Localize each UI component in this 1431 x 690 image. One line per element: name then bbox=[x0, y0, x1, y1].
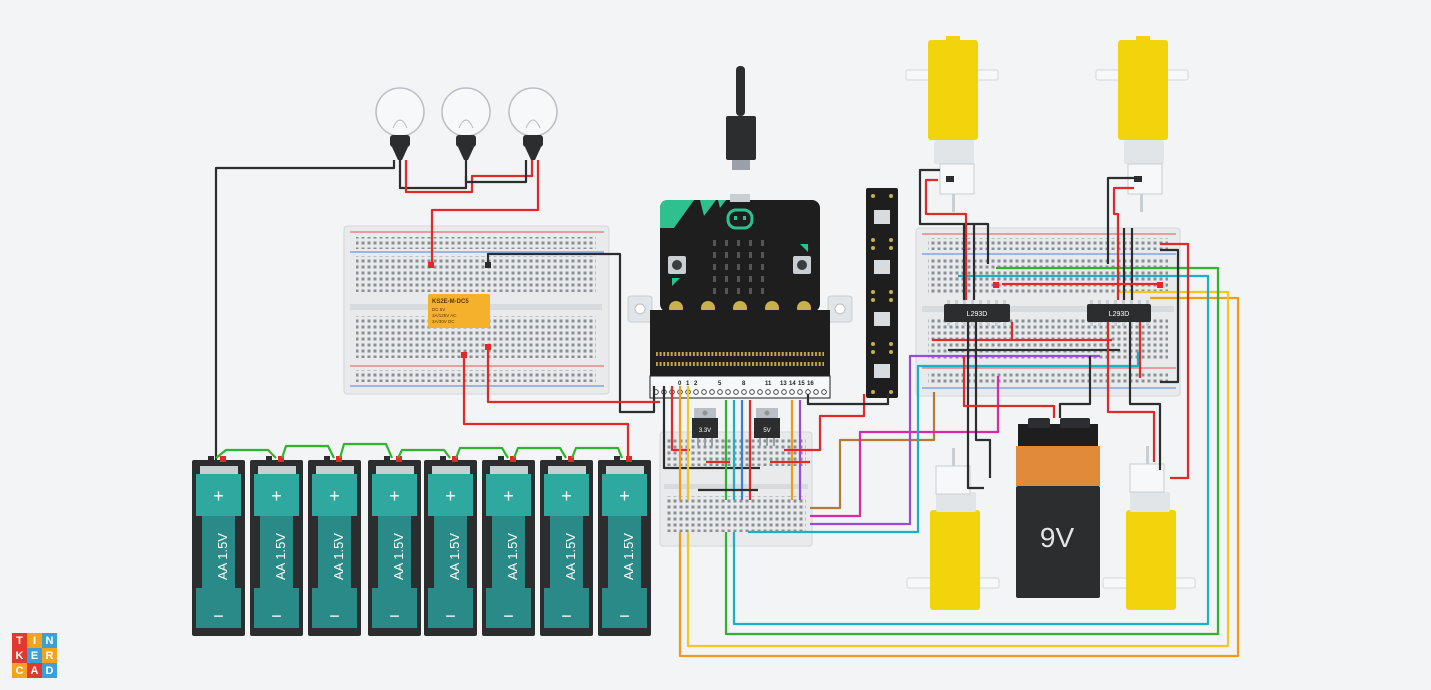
aa-battery-label: AA 1.5V bbox=[391, 533, 406, 580]
regulator-5v[interactable]: 5V bbox=[754, 408, 780, 446]
dc-motor-bottom-right[interactable] bbox=[1102, 446, 1196, 610]
aa-battery-8[interactable]: + AA 1.5V − bbox=[598, 456, 651, 636]
aa-plus-sign: + bbox=[389, 486, 400, 506]
aa-minus-sign: − bbox=[329, 606, 340, 626]
aa-plus-sign: + bbox=[561, 486, 572, 506]
aa-battery-label: AA 1.5V bbox=[215, 533, 230, 580]
aa-plus-sign: + bbox=[329, 486, 340, 506]
aa-plus-sign: + bbox=[271, 486, 282, 506]
logo-letter: T bbox=[12, 633, 27, 648]
motor-driver-right-label: L293D bbox=[1109, 311, 1130, 318]
neopixel-strip[interactable] bbox=[866, 188, 898, 398]
svg-text:5: 5 bbox=[718, 381, 722, 387]
svg-text:2: 2 bbox=[694, 381, 698, 387]
aa-plus-sign: + bbox=[503, 486, 514, 506]
logo-letter: K bbox=[12, 648, 27, 663]
aa-minus-sign: − bbox=[445, 606, 456, 626]
svg-text:13: 13 bbox=[780, 381, 787, 387]
edge-pin-labels: 0 1 2 5 8 11 13 14 15 16 bbox=[678, 381, 814, 387]
dc-motor-top-left[interactable] bbox=[905, 36, 999, 212]
aa-minus-sign: − bbox=[271, 606, 282, 626]
aa-battery-5[interactable]: + AA 1.5V − bbox=[424, 456, 477, 636]
aa-battery-pack[interactable]: + AA 1.5V − + AA 1.5V − + AA 1.5V − + AA 1.5V − + AA … bbox=[192, 456, 651, 636]
aa-minus-sign: − bbox=[389, 606, 400, 626]
svg-text:14: 14 bbox=[789, 381, 796, 387]
usb-cable[interactable] bbox=[726, 66, 756, 170]
logo-letter: D bbox=[42, 663, 57, 678]
aa-minus-sign: − bbox=[619, 606, 630, 626]
logo-letter: N bbox=[42, 633, 57, 648]
logo-letter: R bbox=[42, 648, 57, 663]
aa-battery-2[interactable]: + AA 1.5V − bbox=[250, 456, 303, 636]
regulator-3v3-label: 3.3V bbox=[699, 428, 711, 434]
aa-minus-sign: − bbox=[561, 606, 572, 626]
aa-battery-3[interactable]: + AA 1.5V − bbox=[308, 456, 361, 636]
svg-text:8: 8 bbox=[742, 381, 746, 387]
regulator-5v-label: 5V bbox=[763, 428, 770, 434]
light-bulb-3[interactable] bbox=[508, 87, 558, 160]
logo-letter: A bbox=[27, 663, 42, 678]
aa-battery-label: AA 1.5V bbox=[505, 533, 520, 580]
light-bulb-2[interactable] bbox=[441, 87, 491, 160]
wires bbox=[214, 160, 1240, 658]
aa-minus-sign: − bbox=[213, 606, 224, 626]
svg-text:11: 11 bbox=[765, 381, 772, 387]
relay-module[interactable]: KS2E-M-DC5 DC 5V 3A/125V AC 3A/30V DC bbox=[428, 294, 490, 328]
svg-text:1: 1 bbox=[686, 381, 690, 387]
logo-letter: C bbox=[12, 663, 27, 678]
aa-plus-sign: + bbox=[619, 486, 630, 506]
aa-battery-label: AA 1.5V bbox=[563, 533, 578, 580]
aa-battery-label: AA 1.5V bbox=[621, 533, 636, 580]
aa-battery-label: AA 1.5V bbox=[273, 533, 288, 580]
aa-battery-6[interactable]: + AA 1.5V − bbox=[482, 456, 535, 636]
edge-connector[interactable]: 0 1 2 5 8 11 13 14 15 16 bbox=[649, 310, 831, 399]
relay-label-ac: 3A/125V AC bbox=[432, 313, 457, 318]
aa-battery-1[interactable]: + AA 1.5V − bbox=[192, 456, 245, 636]
motor-driver-left-label: L293D bbox=[967, 311, 988, 318]
logo-letter: I bbox=[27, 633, 42, 648]
regulator-3v3[interactable]: 3.3V bbox=[692, 408, 718, 446]
relay-label-dc: DC 5V bbox=[432, 307, 445, 312]
aa-battery-label: AA 1.5V bbox=[447, 533, 462, 580]
svg-text:16: 16 bbox=[807, 381, 814, 387]
motor-driver-right[interactable]: L293D bbox=[1087, 300, 1151, 326]
aa-plus-sign: + bbox=[445, 486, 456, 506]
battery-9v[interactable]: 9V bbox=[1016, 418, 1100, 598]
dc-motor-top-right[interactable] bbox=[1095, 36, 1189, 212]
aa-battery-4[interactable]: + AA 1.5V − bbox=[368, 456, 421, 636]
aa-battery-7[interactable]: + AA 1.5V − bbox=[540, 456, 593, 636]
microbit[interactable] bbox=[627, 194, 853, 323]
relay-label-dc-rating: 3A/30V DC bbox=[432, 319, 455, 324]
wire-ends bbox=[428, 262, 1163, 358]
svg-text:0: 0 bbox=[678, 381, 682, 387]
svg-text:15: 15 bbox=[798, 381, 805, 387]
logo-letter: E bbox=[27, 648, 42, 663]
battery-9v-label: 9V bbox=[1040, 522, 1075, 553]
aa-plus-sign: + bbox=[213, 486, 224, 506]
aa-battery-label: AA 1.5V bbox=[331, 533, 346, 580]
aa-minus-sign: − bbox=[503, 606, 514, 626]
button-a[interactable] bbox=[668, 256, 686, 286]
motor-driver-left[interactable]: L293D bbox=[944, 300, 1010, 326]
button-b[interactable] bbox=[793, 244, 811, 274]
relay-label-model: KS2E-M-DC5 bbox=[432, 299, 469, 305]
led-matrix bbox=[713, 240, 764, 294]
dc-motor-bottom-left[interactable] bbox=[906, 448, 1000, 610]
light-bulb-group[interactable] bbox=[375, 87, 558, 160]
light-bulb-1[interactable] bbox=[375, 87, 425, 160]
